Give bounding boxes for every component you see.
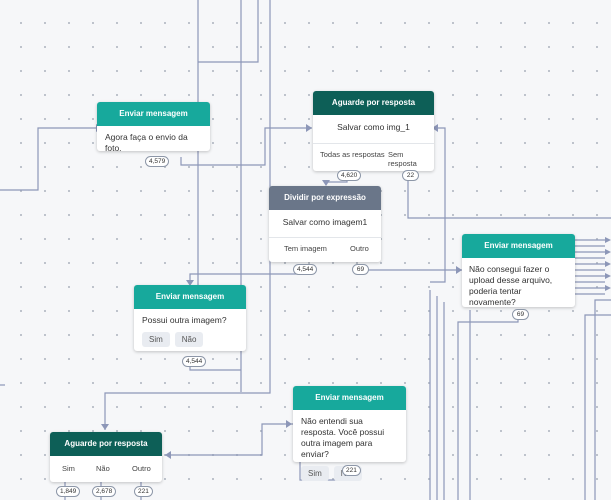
- output-yes[interactable]: Sim: [62, 464, 75, 473]
- node-count-badge: 69: [512, 309, 529, 320]
- divider: [313, 143, 434, 144]
- output-no-response[interactable]: Sem resposta: [388, 150, 417, 168]
- node-header: Enviar mensagem: [97, 102, 210, 126]
- node-message-text: Agora faça o envio da foto.: [105, 132, 188, 153]
- output-other-count-badge: 69: [352, 264, 369, 275]
- output-yes-count-badge: 1,849: [56, 486, 81, 497]
- output-none-count-badge: 22: [402, 170, 419, 181]
- node-count-badge: 4,579: [145, 156, 170, 167]
- node-message-text: Não consegui fazer o upload desse arquiv…: [469, 264, 553, 307]
- output-no[interactable]: Não: [96, 464, 110, 473]
- quick-reply-no-button[interactable]: Não: [174, 332, 204, 347]
- output-has-image[interactable]: Tem imagem: [284, 244, 327, 253]
- quick-reply-buttons: Sim Não: [134, 332, 246, 353]
- output-all-responses[interactable]: Todas as respostas: [320, 150, 385, 159]
- node-count-badge: 4,544: [182, 356, 207, 367]
- divider: [269, 237, 381, 238]
- output-other-count-badge: 221: [134, 486, 153, 497]
- output-no-count-badge: 2,678: [92, 486, 117, 497]
- quick-reply-yes-button[interactable]: Sim: [301, 466, 329, 481]
- node-save-as-text: Salvar como img_1: [337, 122, 410, 132]
- node-header: Enviar mensagem: [293, 386, 406, 410]
- send-message-node-retry-upload[interactable]: Enviar mensagem Não consegui fazer o upl…: [462, 234, 575, 307]
- node-header: Enviar mensagem: [134, 285, 246, 309]
- node-save-as-text: Salvar como imagem1: [282, 217, 368, 227]
- node-count-badge: 221: [342, 465, 361, 476]
- output-has-image-count-badge: 4,544: [293, 264, 318, 275]
- send-message-node-photo[interactable]: Enviar mensagem Agora faça o envio da fo…: [97, 102, 210, 153]
- output-other[interactable]: Outro: [132, 464, 151, 473]
- quick-reply-yes-button[interactable]: Sim: [142, 332, 170, 347]
- node-message-text: Não entendi sua resposta. Você possui ou…: [301, 416, 385, 459]
- output-other[interactable]: Outro: [350, 244, 369, 253]
- node-header: Dividir por expressão: [269, 186, 381, 210]
- node-header: Aguarde por resposta: [50, 432, 162, 456]
- node-header: Enviar mensagem: [462, 234, 575, 258]
- send-message-node-another-image[interactable]: Enviar mensagem Possui outra imagem? Sim…: [134, 285, 246, 351]
- node-message-text: Possui outra imagem?: [142, 315, 227, 325]
- output-all-count-badge: 4,620: [337, 170, 362, 181]
- node-header: Aguarde por resposta: [313, 91, 434, 115]
- await-response-node-img1[interactable]: Aguarde por resposta Salvar como img_1 T…: [313, 91, 434, 171]
- send-message-node-not-understood[interactable]: Enviar mensagem Não entendi sua resposta…: [293, 386, 406, 481]
- split-by-expression-node[interactable]: Dividir por expressão Salvar como imagem…: [269, 186, 381, 262]
- await-response-node-another-image[interactable]: Aguarde por resposta Sim Não Outro: [50, 432, 162, 482]
